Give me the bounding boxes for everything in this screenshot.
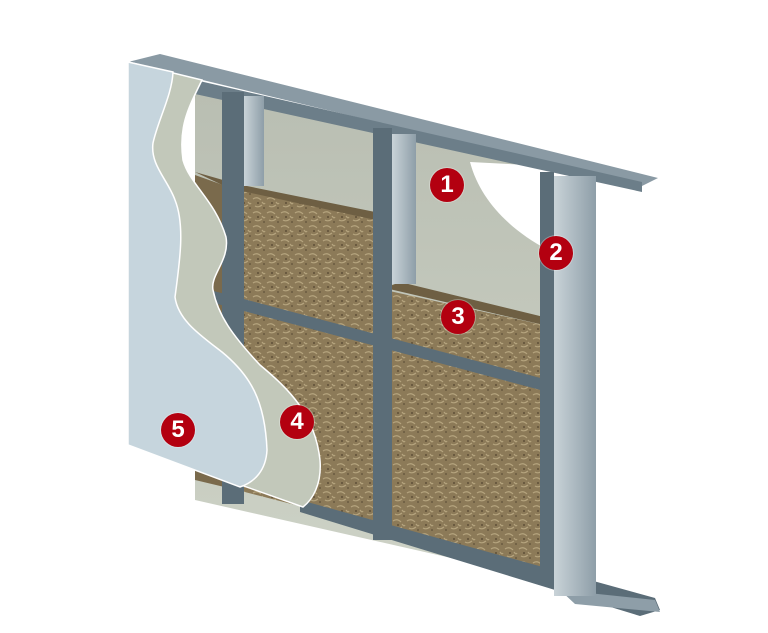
marker-4: 4 <box>280 405 314 439</box>
outer-board <box>127 61 268 488</box>
top-track-top <box>128 54 658 186</box>
stud-right-flange <box>540 172 554 582</box>
stud-middle-web <box>392 134 416 284</box>
top-track-front <box>195 80 642 192</box>
marker-2: 2 <box>539 236 573 270</box>
stud-left-web <box>244 96 264 186</box>
marker-1: 1 <box>430 168 464 202</box>
insulation-right <box>385 290 548 571</box>
back-board-cutout <box>470 162 548 250</box>
stud-middle <box>373 128 392 540</box>
marker-3: 3 <box>441 300 475 334</box>
insulation-upper-top <box>195 172 385 222</box>
marker-5: 5 <box>161 413 195 447</box>
